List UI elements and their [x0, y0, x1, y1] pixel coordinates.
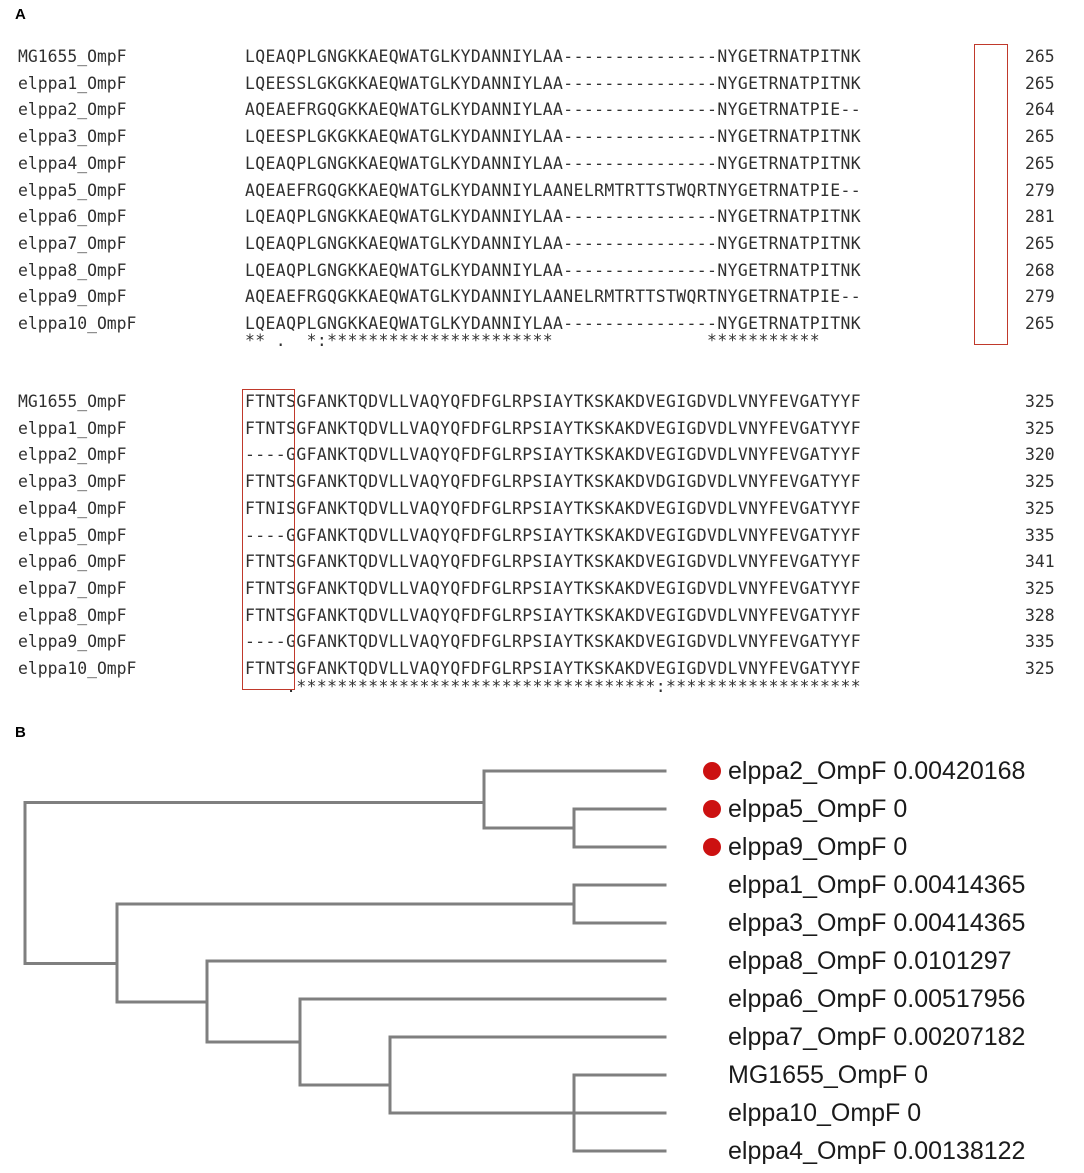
alignment-seq: ----GGFANKTQDVLLVAQYQFDFGLRPSIAYTKSKAKDV… — [245, 632, 862, 652]
alignment-name: elppa3_OmpF — [18, 127, 127, 147]
alignment-name: elppa2_OmpF — [18, 445, 127, 465]
alignment-pos: 325 — [1025, 472, 1055, 492]
alignment-pos: 265 — [1025, 314, 1055, 333]
alignment-seq: LQEAQPLGNGKKAEQWATGLKYDANNIYLAA---------… — [245, 207, 862, 227]
alignment-pos: 335 — [1025, 632, 1055, 652]
alignment-pos: 325 — [1025, 498, 1055, 518]
red-marker-dot — [703, 762, 721, 780]
tree-leaf-label: elppa5_OmpF 0 — [728, 795, 908, 823]
alignment-name: elppa4_OmpF — [18, 498, 127, 518]
alignment-seq: FTNTSGFANKTQDVLLVAQYQFDFGLRPSIAYTKSKAKDV… — [245, 472, 862, 492]
alignment-pos: 325 — [1025, 578, 1055, 598]
alignment-pos: 335 — [1025, 525, 1055, 545]
alignment-pos: 320 — [1025, 445, 1055, 465]
alignment-seq: LQEAQPLGNGKKAEQWATGLKYDANNIYLAA---------… — [245, 314, 862, 333]
phylogenetic-tree — [23, 769, 667, 1153]
alignment-seq: FTNTSGFANKTQDVLLVAQYQFDFGLRPSIAYTKSKAKDV… — [245, 605, 862, 625]
tree-leaf-label: elppa1_OmpF 0.00414365 — [728, 871, 1026, 899]
alignment-seq: FTNTSGFANKTQDVLLVAQYQFDFGLRPSIAYTKSKAKDV… — [245, 418, 862, 438]
alignment-seq: LQEAQPLGNGKKAEQWATGLKYDANNIYLAA---------… — [245, 153, 862, 173]
alignment-pos: 325 — [1025, 392, 1055, 411]
alignment-name: elppa7_OmpF — [18, 578, 127, 598]
alignment-consensus: ** . *:********************** **********… — [245, 331, 821, 350]
alignment-seq: LQEAQPLGNGKKAEQWATGLKYDANNIYLAA---------… — [245, 47, 862, 66]
alignment-name: elppa1_OmpF — [18, 73, 127, 93]
alignment-pos: 265 — [1025, 127, 1055, 147]
tree-leaf-label: elppa2_OmpF 0.00420168 — [728, 757, 1026, 785]
panel-b-label: B — [15, 724, 26, 741]
alignment-pos: 328 — [1025, 605, 1055, 625]
alignment-seq: AQEAEFRGQGKKAEQWATGLKYDANNIYLAANELRMTRTT… — [245, 287, 862, 307]
alignment-seq: ----GGFANKTQDVLLVAQYQFDFGLRPSIAYTKSKAKDV… — [245, 525, 862, 545]
alignment-seq: FTNTSGFANKTQDVLLVAQYQFDFGLRPSIAYTKSKAKDV… — [245, 578, 862, 598]
alignment-pos: 341 — [1025, 552, 1055, 572]
alignment-name: elppa7_OmpF — [18, 233, 127, 253]
alignment-pos: 265 — [1025, 233, 1055, 253]
alignment-seq: AQEAEFRGQGKKAEQWATGLKYDANNIYLAA---------… — [245, 100, 862, 120]
alignment-name: elppa2_OmpF — [18, 100, 127, 120]
alignment-name: elppa1_OmpF — [18, 418, 127, 438]
red-marker-dot — [703, 838, 721, 856]
alignment-pos: 325 — [1025, 418, 1055, 438]
panel-a-label: A — [15, 6, 26, 23]
highlight-box-ftnt — [242, 389, 295, 690]
alignment-seq: ----GGFANKTQDVLLVAQYQFDFGLRPSIAYTKSKAKDV… — [245, 445, 862, 465]
alignment-name: MG1655_OmpF — [18, 47, 127, 66]
alignment-pos: 281 — [1025, 207, 1055, 227]
tree-leaf-label: elppa8_OmpF 0.0101297 — [728, 947, 1012, 975]
tree-leaf-label: elppa7_OmpF 0.00207182 — [728, 1023, 1026, 1051]
alignment-seq: AQEAEFRGQGKKAEQWATGLKYDANNIYLAANELRMTRTT… — [245, 180, 862, 200]
alignment-seq: LQEESSLGKGKKAEQWATGLKYDANNIYLAA---------… — [245, 73, 862, 93]
alignment-name: elppa6_OmpF — [18, 552, 127, 572]
alignment-name: elppa6_OmpF — [18, 207, 127, 227]
tree-leaf-label: elppa4_OmpF 0.00138122 — [728, 1137, 1026, 1165]
alignment-pos: 265 — [1025, 153, 1055, 173]
alignment-name: elppa10_OmpF — [18, 659, 137, 678]
alignment-name: elppa9_OmpF — [18, 632, 127, 652]
tree-leaf-label: elppa10_OmpF 0 — [728, 1099, 922, 1127]
alignment-name: elppa5_OmpF — [18, 525, 127, 545]
highlight-box-nk — [974, 44, 1008, 345]
alignment-name: elppa5_OmpF — [18, 180, 127, 200]
alignment-name: MG1655_OmpF — [18, 392, 127, 411]
tree-leaf-label: elppa6_OmpF 0.00517956 — [728, 985, 1026, 1013]
alignment-seq: FTNTSGFANKTQDVLLVAQYQFDFGLRPSIAYTKSKAKDV… — [245, 659, 862, 678]
alignment-pos: 325 — [1025, 659, 1055, 678]
alignment-seq: LQEAQPLGNGKKAEQWATGLKYDANNIYLAA---------… — [245, 233, 862, 253]
alignment-consensus: .***********************************:***… — [245, 677, 862, 696]
alignment-name: elppa3_OmpF — [18, 472, 127, 492]
alignment-seq: FTNTSGFANKTQDVLLVAQYQFDFGLRPSIAYTKSKAKDV… — [245, 552, 862, 572]
alignment-pos: 265 — [1025, 47, 1055, 66]
alignment-name: elppa9_OmpF — [18, 287, 127, 307]
alignment-seq: LQEESPLGKGKKAEQWATGLKYDANNIYLAA---------… — [245, 127, 862, 147]
alignment-pos: 265 — [1025, 73, 1055, 93]
alignment-pos: 279 — [1025, 287, 1055, 307]
alignment-seq: LQEAQPLGNGKKAEQWATGLKYDANNIYLAA---------… — [245, 260, 862, 280]
alignment-pos: 264 — [1025, 100, 1055, 120]
alignment-seq: FTNTSGFANKTQDVLLVAQYQFDFGLRPSIAYTKSKAKDV… — [245, 392, 862, 411]
alignment-pos: 268 — [1025, 260, 1055, 280]
red-marker-dot — [703, 800, 721, 818]
alignment-pos: 279 — [1025, 180, 1055, 200]
alignment-name: elppa8_OmpF — [18, 605, 127, 625]
alignment-name: elppa10_OmpF — [18, 314, 137, 333]
alignment-seq: FTNISGFANKTQDVLLVAQYQFDFGLRPSIAYTKSKAKDV… — [245, 498, 862, 518]
tree-leaf-label: elppa3_OmpF 0.00414365 — [728, 909, 1026, 937]
tree-leaf-label: elppa9_OmpF 0 — [728, 833, 908, 861]
alignment-name: elppa4_OmpF — [18, 153, 127, 173]
alignment-name: elppa8_OmpF — [18, 260, 127, 280]
tree-leaf-label: MG1655_OmpF 0 — [728, 1061, 929, 1089]
